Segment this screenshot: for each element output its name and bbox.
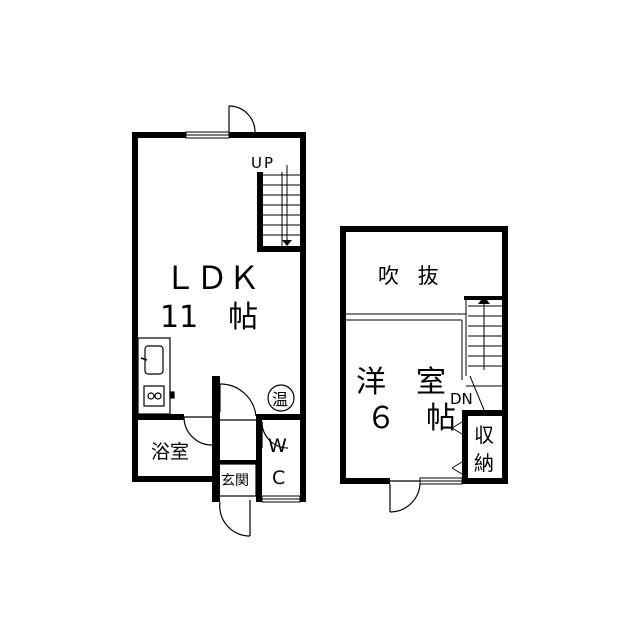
floor-2-plan: 吹 抜 DN 洋 室 ６ 帖 [340, 226, 508, 513]
window-top [185, 131, 230, 139]
ldk-size: 11 帖 [160, 300, 258, 335]
entrance-box [217, 463, 257, 497]
stairs-up [257, 165, 302, 252]
stove-icon [143, 385, 165, 407]
door-bottom-floor-2 [389, 480, 421, 513]
arrow-up-icon [478, 296, 490, 304]
window-bottom-floor-2 [419, 477, 463, 485]
water-heater-label: 温 [272, 390, 288, 409]
void-label: 吹 抜 [378, 264, 445, 288]
water-heater-icon: 温 [267, 384, 295, 412]
stairs-down [464, 296, 502, 411]
wc-door [261, 421, 289, 449]
bath-label: 浴室 [151, 441, 189, 463]
stairs-up-label: UP [251, 154, 275, 172]
door-top [228, 105, 256, 133]
kitchen-counter [137, 337, 175, 415]
window-wc-bottom [261, 495, 301, 503]
ldk-door [219, 383, 257, 421]
storage-label-top: 収 [474, 423, 494, 447]
void-boundary [346, 300, 467, 380]
wc-label-w: W [268, 435, 287, 457]
wc-label-c: C [272, 467, 285, 489]
ldk-label: ＬＤＫ [164, 259, 260, 297]
entrance-label: 玄関 [221, 472, 249, 489]
sink-icon [144, 345, 164, 375]
room-size-label: ６ 帖 [366, 401, 456, 436]
room-type-label: 洋 室 [356, 365, 446, 400]
floor-1-plan: UP ＬＤＫ 11 帖 温 [132, 105, 306, 537]
storage-walls [462, 410, 508, 484]
stairs-down-label: DN [450, 390, 473, 408]
storage-door [451, 421, 463, 475]
front-door [219, 500, 251, 537]
storage-label-bottom: 納 [474, 451, 494, 475]
bath-door [183, 416, 213, 446]
floor-1-interior-walls [132, 376, 306, 502]
arrow-down-icon [282, 240, 292, 246]
